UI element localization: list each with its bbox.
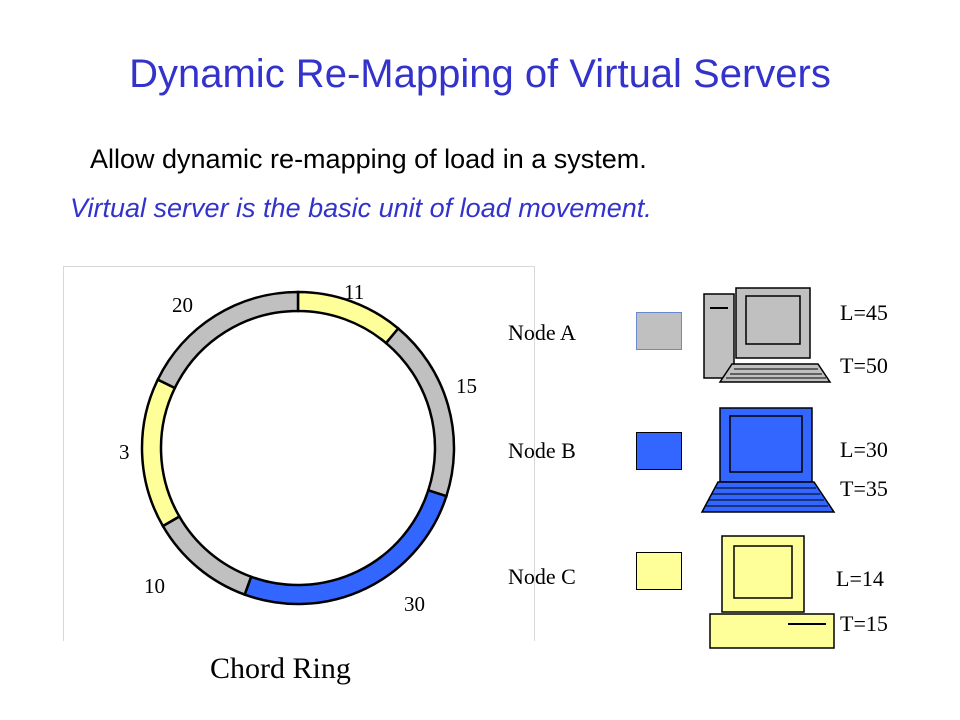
node-c-label: Node C	[508, 564, 576, 589]
ring-segment-3	[140, 377, 182, 528]
ring-segment-10	[161, 514, 253, 597]
ring-caption: Chord Ring	[210, 652, 351, 685]
node-b-load: L=30	[840, 437, 888, 462]
node-c-load: L=14	[836, 566, 884, 591]
ring-segment-20	[156, 290, 300, 390]
page-title: Dynamic Re-Mapping of Virtual Servers	[129, 52, 831, 96]
laptop-icon	[700, 407, 836, 513]
node-b-label: Node B	[508, 438, 576, 463]
node-a-swatch	[636, 312, 682, 350]
segment-label-15: 15	[456, 374, 477, 398]
segment-label-20: 20	[172, 293, 193, 317]
segment-label-11: 11	[344, 280, 365, 304]
segment-label-30: 30	[404, 592, 425, 616]
node-a-label: Node A	[508, 320, 576, 345]
node-b-swatch	[636, 432, 682, 470]
node-c-target: T=15	[840, 611, 888, 636]
node-b-target: T=35	[840, 476, 888, 501]
ring-segment-30	[243, 488, 448, 606]
segment-label-3: 3	[119, 440, 130, 464]
node-a-load: L=45	[840, 300, 888, 325]
desktop-monitor-icon	[709, 535, 835, 649]
node-c-swatch	[636, 552, 682, 590]
subtitle-load-remapping: Allow dynamic re-mapping of load in a sy…	[90, 144, 647, 174]
segment-label-10: 10	[144, 574, 165, 598]
subtitle-virtual-server: Virtual server is the basic unit of load…	[70, 193, 652, 223]
ring-segment-15	[384, 326, 456, 498]
node-a-target: T=50	[840, 353, 888, 378]
ring-frame	[63, 266, 535, 641]
desktop-tower-icon	[703, 287, 832, 383]
